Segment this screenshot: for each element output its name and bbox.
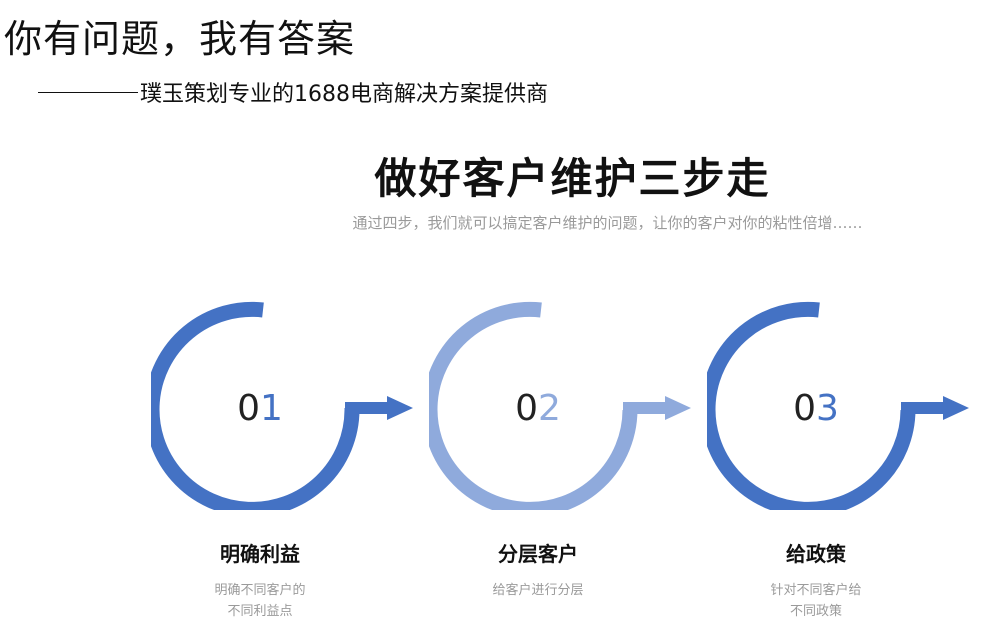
step-3-title: 给政策 [786, 542, 846, 566]
step-1-desc: 明确不同客户的不同利益点 [214, 583, 306, 619]
step-1-title: 明确利益 [220, 542, 300, 566]
step-2-title: 分层客户 [498, 542, 578, 566]
step-3: 03 给政策 针对不同客户给不同政策 [707, 300, 1000, 630]
step-1: 01 明确利益 明确不同客户的不同利益点 [151, 300, 451, 630]
page-headline: 你有问题，我有答案 [4, 17, 356, 61]
step-3-number: 03 [793, 388, 839, 429]
step-2: 02 分层客户 给客户进行分层 [429, 300, 729, 630]
step-1-number: 01 [237, 388, 283, 429]
step-1-arrow-circle-icon [151, 301, 413, 510]
step-3-arrow-circle-icon [707, 301, 969, 510]
main-subtitle: 通过四步，我们就可以搞定客户维护的问题，让你的客户对你的粘性倍增…… [352, 214, 863, 232]
step-2-number: 02 [515, 388, 561, 429]
step-2-arrow-circle-icon [429, 301, 691, 510]
tagline: 璞玉策划专业的1688电商解决方案提供商 [38, 76, 548, 108]
main-title: 做好客户维护三步走 [374, 154, 771, 203]
step-2-desc: 给客户进行分层 [492, 583, 584, 598]
step-3-desc: 针对不同客户给不同政策 [770, 583, 862, 619]
tagline-dash [38, 91, 138, 93]
tagline-text: 璞玉策划专业的1688电商解决方案提供商 [140, 82, 548, 107]
